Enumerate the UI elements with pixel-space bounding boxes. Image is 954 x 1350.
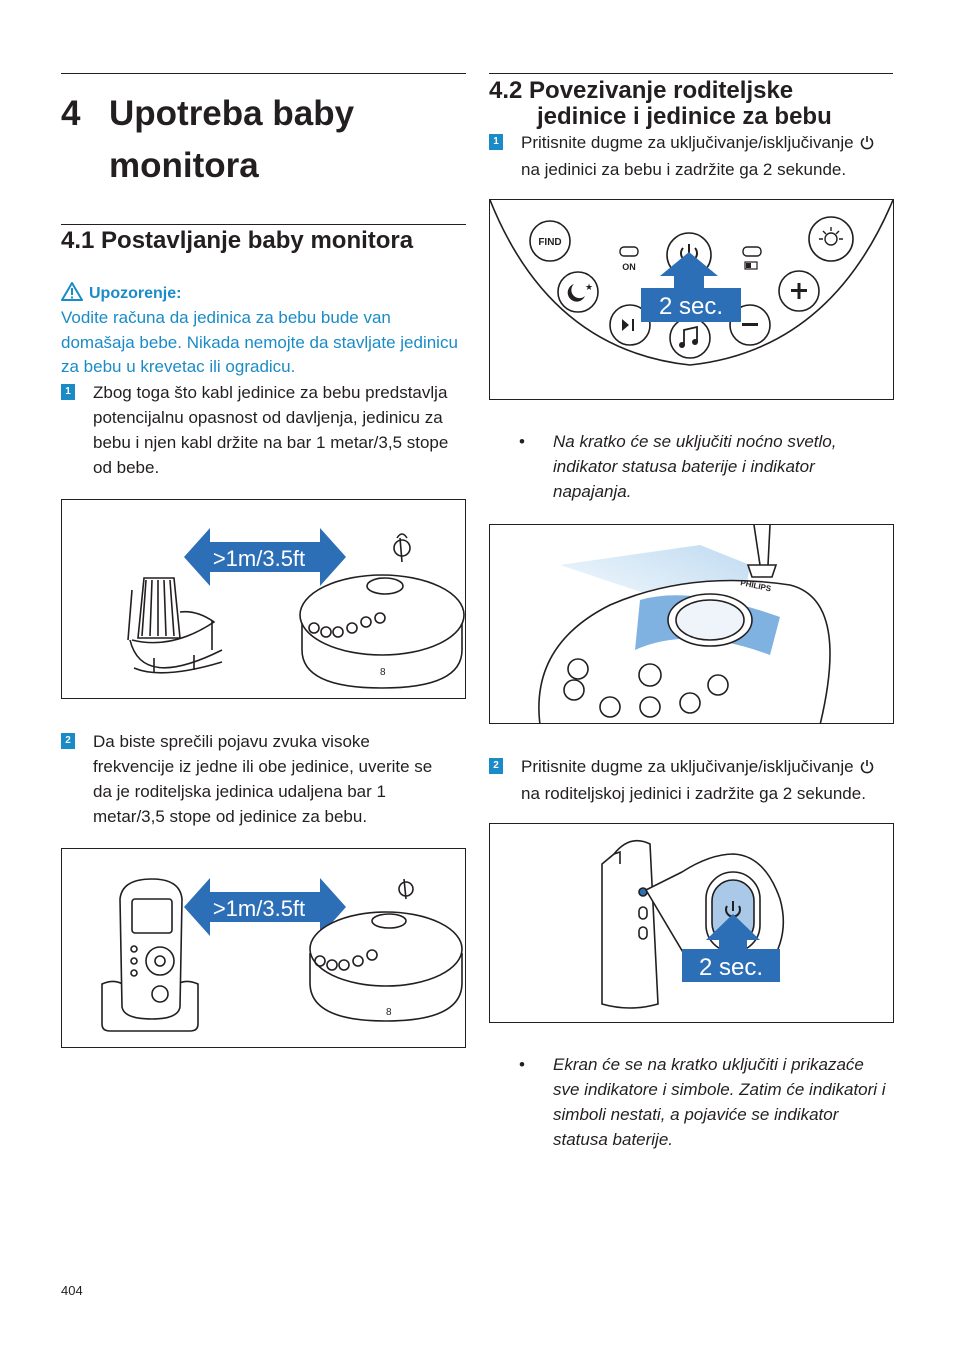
baby-unit-top-view <box>538 525 831 723</box>
chapter-title: Upotreba baby monitora <box>109 94 355 185</box>
lullaby-sleep-button: ★ <box>557 271 599 313</box>
section1-title: 4.1 Postavljanje baby monitora <box>61 227 414 254</box>
on-label: ON <box>622 262 636 272</box>
svg-text:8: 8 <box>386 1007 392 1018</box>
chapter-number: 4 <box>61 94 81 133</box>
on-indicator: ON <box>619 246 639 272</box>
figure-units-distance: >1m/3.5ft 8 <box>61 848 466 1048</box>
warning-text: Vodite računa da jedinica za bebu bude v… <box>61 308 458 376</box>
hold-duration-badge: 2 sec. <box>641 288 741 322</box>
music-button <box>669 317 711 359</box>
crib-illustration <box>127 577 223 674</box>
step-text-line1: Pritisnite dugme za uključivanje/isključ… <box>521 757 854 776</box>
parent-unit-side-view <box>601 839 659 1009</box>
figure-parent-unit-side: 2 sec. <box>489 823 894 1023</box>
play-pause-button <box>609 304 651 346</box>
battery-indicator <box>742 246 762 270</box>
warning-icon <box>61 282 83 306</box>
baby-unit-illustration: 8 <box>309 878 463 1022</box>
volume-up-button <box>778 270 820 312</box>
hold-duration-badge: 2 sec. <box>682 949 780 982</box>
step-text: Pritisnite dugme za uključivanje/isključ… <box>521 130 893 182</box>
bullet-text: Na kratko će se uključiti noćno svetlo, … <box>553 432 837 501</box>
step-text: Da biste sprečili pojavu zvuka visoke fr… <box>93 732 433 826</box>
step-badge: 2 <box>489 758 503 774</box>
step-text-line2: na roditeljskoj jedinici i zadržite ga 2… <box>521 784 866 803</box>
step-text: Zbog toga što kabl jedinice za bebu pred… <box>93 383 449 477</box>
step-badge: 1 <box>489 134 503 150</box>
bullet-dot: • <box>519 432 525 451</box>
chapter-rule <box>61 73 466 74</box>
power-icon <box>860 756 874 781</box>
bullet-text: Ekran će se na kratko uključiti i prikaz… <box>553 1055 886 1149</box>
baby-unit-illustration: 8 <box>299 533 465 689</box>
step-text-line2: na jedinici za bebu i zadržite ga 2 seku… <box>521 160 847 179</box>
hold-duration-label: 2 sec. <box>699 954 763 981</box>
step-text: Pritisnite dugme za uključivanje/isključ… <box>521 754 893 806</box>
power-icon <box>860 132 874 157</box>
svg-text:★: ★ <box>585 282 593 292</box>
hold-duration-label: 2 sec. <box>659 293 723 320</box>
section1-rule <box>61 224 466 225</box>
distance-arrow: >1m/3.5ft <box>184 878 346 936</box>
find-button: FIND <box>529 220 571 262</box>
distance-label: >1m/3.5ft <box>213 896 305 921</box>
step-badge: 1 <box>61 384 75 400</box>
section2-step2: 2 Pritisnite dugme za uključivanje/isklj… <box>489 754 893 806</box>
parent-unit-illustration <box>101 878 199 1032</box>
step-text-line1: Pritisnite dugme za uključivanje/isključ… <box>521 133 854 152</box>
page-number: 404 <box>61 1283 83 1298</box>
svg-text:8: 8 <box>380 667 386 678</box>
distance-label: >1m/3.5ft <box>213 546 305 571</box>
figure-baby-unit-lit: PHILIPS <box>489 524 894 724</box>
distance-arrow: >1m/3.5ft <box>184 528 346 586</box>
section2-title: 4.2 Povezivanje roditeljske jedinice i j… <box>489 78 893 130</box>
warning-heading: Upozorenje: <box>61 282 181 306</box>
section1-step2: 2 Da biste sprečili pojavu zvuka visoke … <box>61 729 466 829</box>
figure-baby-unit-panel: FIND ON ★ <box>489 199 894 400</box>
figure-crib-distance: >1m/3.5ft 8 <box>61 499 466 699</box>
section2-rule <box>489 73 893 74</box>
section2-title-line2: jedinice i jedinice za bebu <box>537 103 832 130</box>
section2-title-line1: 4.2 Povezivanje roditeljske <box>489 77 794 104</box>
section2-step1: 1 Pritisnite dugme za uključivanje/isklj… <box>489 130 893 182</box>
press-arrow <box>660 252 718 292</box>
section1-step1: 1 Zbog toga što kabl jedinice za bebu pr… <box>61 380 466 480</box>
press-arrow <box>706 914 760 952</box>
bullet-dot: • <box>519 1055 525 1074</box>
section2-bullet2: • Ekran će se na kratko uključiti i prik… <box>519 1052 893 1162</box>
night-light-button <box>808 216 854 262</box>
find-label: FIND <box>538 237 561 248</box>
warning-title: Upozorenje: <box>89 285 182 302</box>
step-badge: 2 <box>61 733 75 749</box>
section2-bullet1: • Na kratko će se uključiti noćno svetlo… <box>519 429 893 509</box>
